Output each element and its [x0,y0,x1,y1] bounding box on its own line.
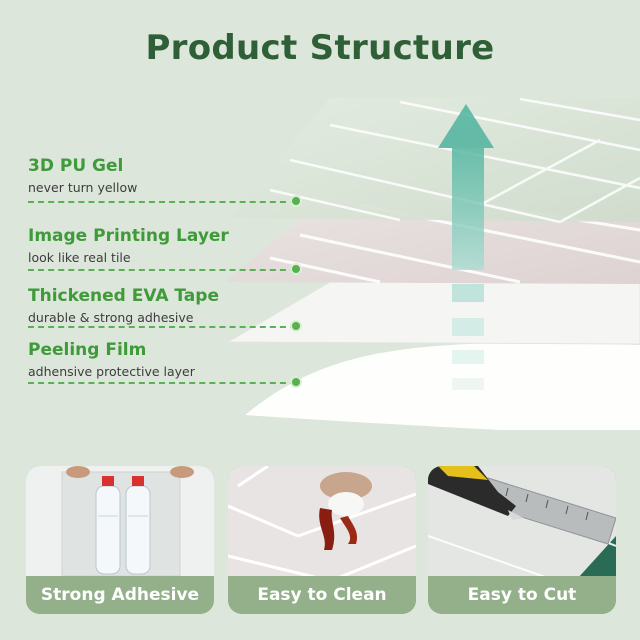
layer-marker-dot [290,376,302,388]
leader-line [28,382,296,384]
layer-title: Thickened EVA Tape [28,286,219,306]
up-arrow-icon [438,104,494,390]
feature-panel-easy-to-cut: Easy to Cut [428,466,616,614]
page-title: Product Structure [145,28,495,68]
layer-title: Image Printing Layer [28,226,229,246]
leader-line [28,326,296,328]
leader-line [28,201,296,203]
easy-to-cut-image [428,466,616,578]
layer-subtitle: durable & strong adhesive [28,310,194,325]
peeling-film-layer [245,342,640,430]
easy-to-clean-image [228,466,416,578]
layer-subtitle: look like real tile [28,250,131,265]
strong-adhesive-image [26,466,214,578]
layer-label-eva-tape: Thickened EVA Tape durable & strong adhe… [28,285,219,327]
layer-marker-dot [290,320,302,332]
leader-line [28,269,296,271]
layer-label-pu-gel: 3D PU Gel never turn yellow [28,155,137,197]
layer-label-image-printing: Image Printing Layer look like real tile [28,225,229,267]
layer-subtitle: adhensive protective layer [28,364,195,379]
feature-caption: Easy to Clean [228,576,416,614]
feature-panel-strong-adhesive: Strong Adhesive [26,466,214,614]
layer-subtitle: never turn yellow [28,180,138,195]
layer-stack-illustration [225,97,640,430]
layer-marker-dot [290,195,302,207]
eva-tape-layer [228,282,640,344]
feature-caption: Strong Adhesive [26,576,214,614]
feature-panel-easy-to-clean: Easy to Clean [228,466,416,614]
layer-label-peeling-film: Peeling Film adhensive protective layer [28,339,195,381]
layer-title: 3D PU Gel [28,156,124,176]
layer-marker-dot [290,263,302,275]
layer-title: Peeling Film [28,340,147,360]
feature-caption: Easy to Cut [428,576,616,614]
